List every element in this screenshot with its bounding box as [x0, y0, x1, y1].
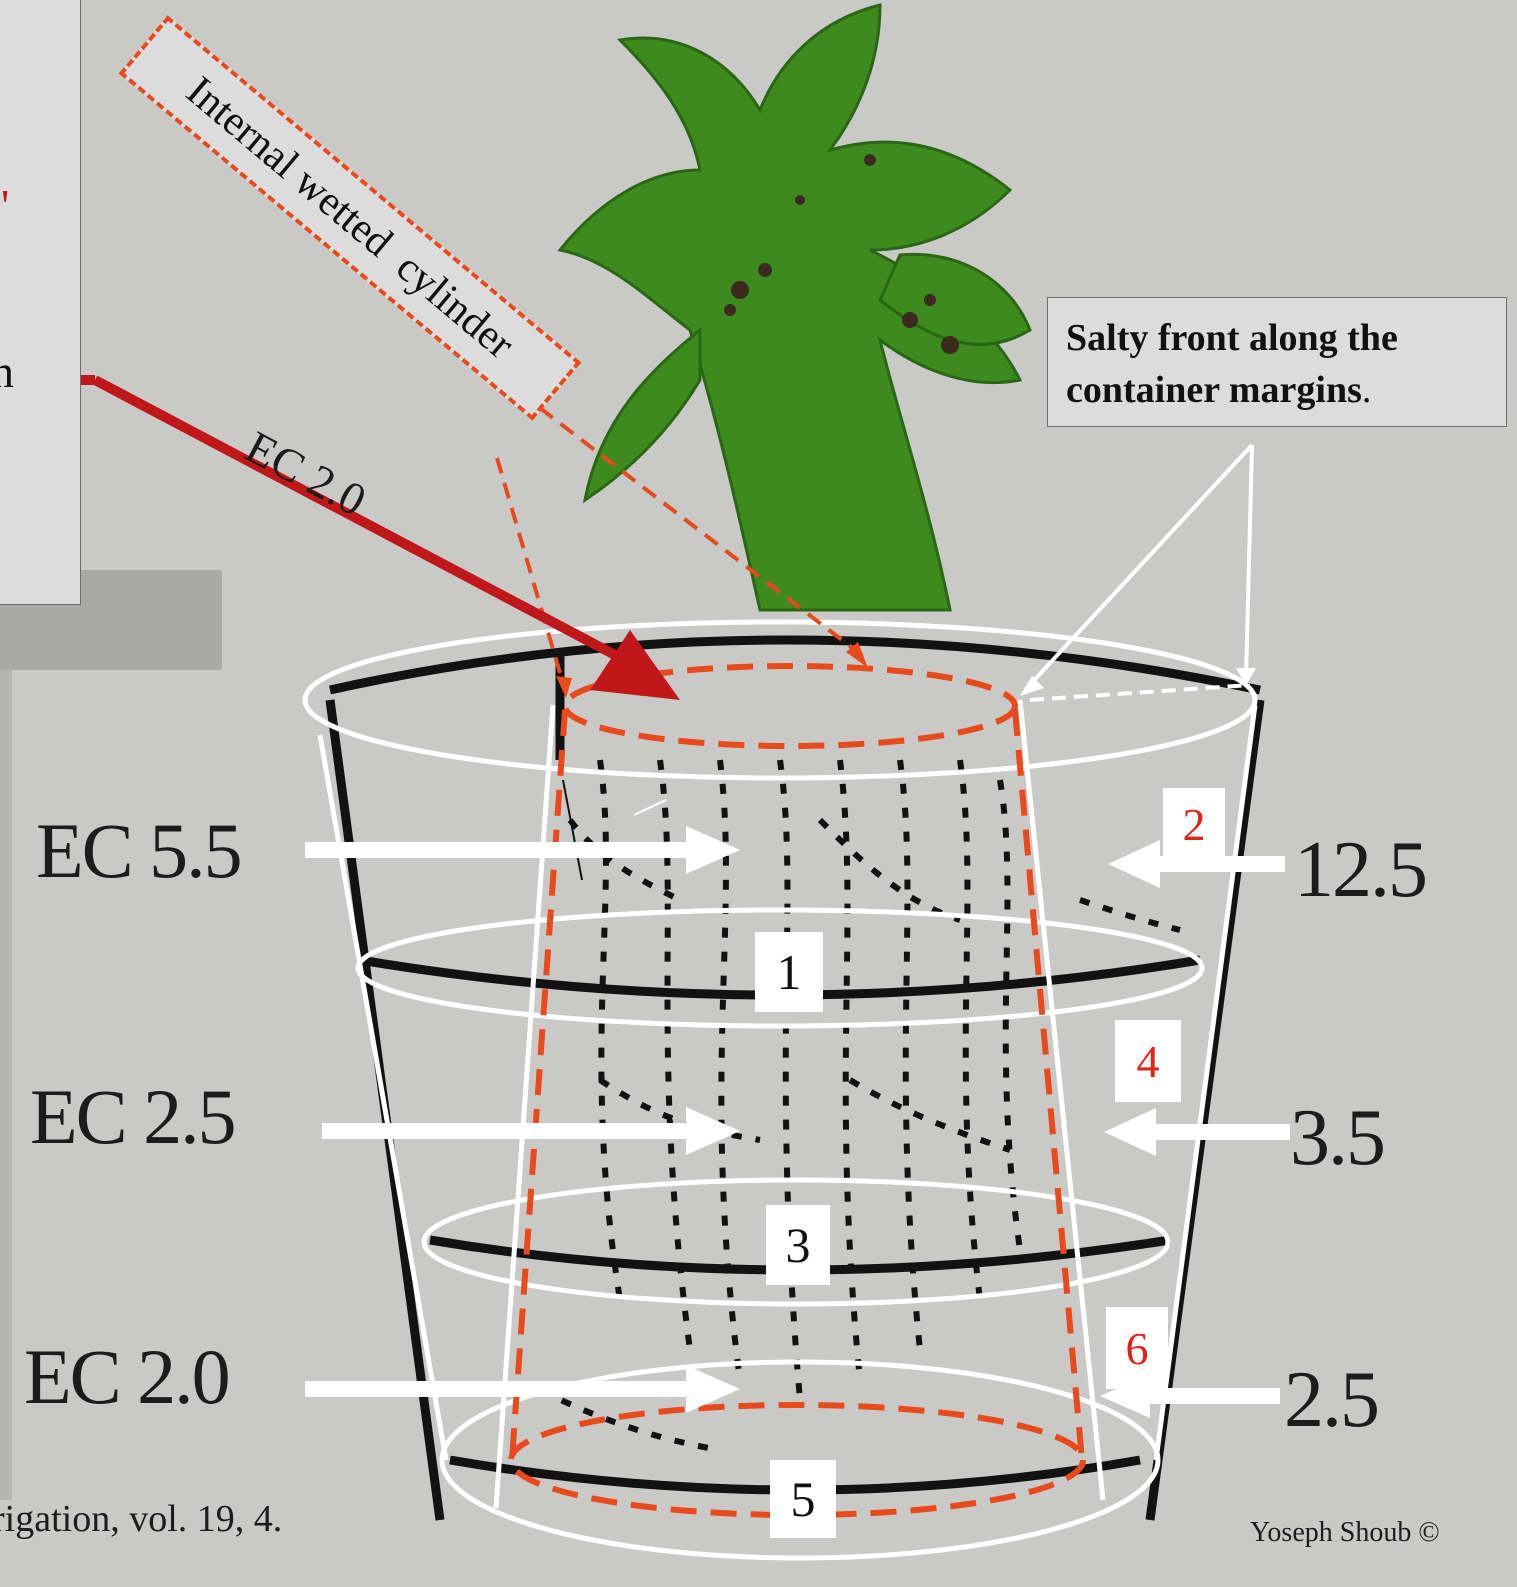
copyright-text: Yoseph Shoub © [1250, 1517, 1440, 1549]
grey-backdrop-lower [0, 670, 12, 1500]
inner-ec-label-top: EC 5.5 [36, 812, 241, 890]
plant-illustration [560, 5, 1030, 610]
small-white-line [634, 800, 666, 815]
salty-front-line2: container margins [1066, 369, 1362, 411]
pointer-arrowhead-left [1020, 676, 1044, 696]
zone-number-2: 2 [1163, 788, 1225, 860]
outer-value-middle: 3.5 [1290, 1098, 1384, 1178]
salty-front-period: . [1362, 369, 1372, 411]
panel-red-mark: ' [1, 179, 9, 232]
root-texture [540, 760, 1180, 1450]
zone-number-6: 6 [1106, 1307, 1168, 1389]
outer-value-top: 12.5 [1294, 830, 1426, 910]
outer-value-bottom: 2.5 [1284, 1360, 1378, 1440]
citation-text: rigation, vol. 19, 4. [0, 1497, 282, 1541]
salty-front-pointers [1025, 445, 1252, 700]
panel-partial-text: n [0, 345, 14, 398]
zone-number-5: 5 [770, 1460, 836, 1538]
salty-front-line2-wrap: container margins. [1066, 364, 1488, 416]
small-black-line [563, 780, 582, 880]
inner-ec-label-middle: EC 2.5 [30, 1078, 235, 1156]
salty-front-box: Salty front along the container margins. [1047, 297, 1507, 427]
left-info-panel: ' n [0, 0, 81, 605]
zone-number-3: 3 [766, 1205, 830, 1285]
salty-front-line1: Salty front along the [1066, 312, 1488, 364]
zone-number-1: 1 [755, 932, 823, 1012]
zone-number-4: 4 [1115, 1020, 1181, 1102]
inner-ec-label-bottom: EC 2.0 [24, 1338, 229, 1416]
